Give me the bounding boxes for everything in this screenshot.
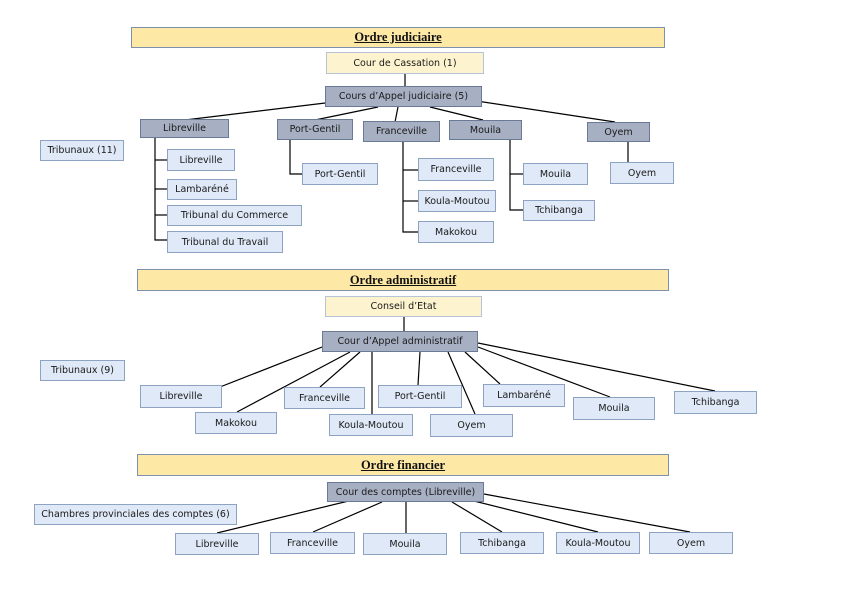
tribunal-oyem: Oyem: [610, 162, 674, 184]
chambre-libreville: Libreville: [175, 533, 259, 555]
cour-appel-administratif-box: Cour d’Appel administratif: [322, 331, 478, 352]
admin-tribunal-lambarene: Lambaréné: [483, 384, 565, 407]
court-franceville: Franceville: [363, 121, 440, 142]
tribunal-makokou: Makokou: [418, 221, 494, 243]
tribunal-koula-moutou: Koula-Moutou: [418, 190, 496, 212]
tribunal-libreville: Libreville: [167, 149, 235, 171]
admin-tribunal-makokou: Makokou: [195, 412, 277, 434]
court-port-gentil: Port-Gentil: [277, 119, 353, 140]
tribunal-tchibanga: Tchibanga: [523, 200, 595, 221]
tribunal-lambarene: Lambaréné: [167, 179, 237, 200]
section-title-administratif: Ordre administratif: [137, 269, 669, 291]
chambre-franceville: Franceville: [270, 532, 355, 554]
tribunal-travail: Tribunal du Travail: [167, 231, 283, 253]
chambre-oyem: Oyem: [649, 532, 733, 554]
admin-tribunal-libreville: Libreville: [140, 385, 222, 408]
tribunal-commerce: Tribunal du Commerce: [167, 205, 302, 226]
admin-tribunal-mouila: Mouila: [573, 397, 655, 420]
court-libreville: Libreville: [140, 119, 229, 138]
tribunaux-administratif-label: Tribunaux (9): [40, 360, 125, 381]
chambres-provinciales-label: Chambres provinciales des comptes (6): [34, 504, 237, 525]
chambre-koula-moutou: Koula-Moutou: [556, 532, 640, 554]
conseil-etat-box: Conseil d’Etat: [325, 296, 482, 317]
chambre-mouila: Mouila: [363, 533, 447, 555]
admin-tribunal-franceville: Franceville: [284, 387, 365, 409]
court-mouila: Mouila: [449, 120, 522, 140]
admin-tribunal-koula-moutou: Koula-Moutou: [329, 414, 413, 436]
section-title-financier: Ordre financier: [137, 454, 669, 476]
cour-de-cassation-box: Cour de Cassation (1): [326, 52, 484, 74]
tribunaux-judiciaire-label: Tribunaux (11): [40, 140, 124, 161]
admin-tribunal-oyem: Oyem: [430, 414, 513, 437]
tribunal-mouila: Mouila: [523, 163, 588, 185]
chambre-tchibanga: Tchibanga: [460, 532, 544, 554]
tribunal-port-gentil: Port-Gentil: [302, 163, 378, 185]
cour-des-comptes-box: Cour des comptes (Libreville): [327, 482, 484, 502]
admin-tribunal-port-gentil: Port-Gentil: [378, 385, 462, 408]
cours-appel-judiciaire-box: Cours d’Appel judiciaire (5): [325, 86, 482, 107]
section-title-judiciaire: Ordre judiciaire: [131, 27, 665, 48]
tribunal-franceville: Franceville: [418, 158, 494, 181]
court-oyem: Oyem: [587, 122, 650, 142]
admin-tribunal-tchibanga: Tchibanga: [674, 391, 757, 414]
